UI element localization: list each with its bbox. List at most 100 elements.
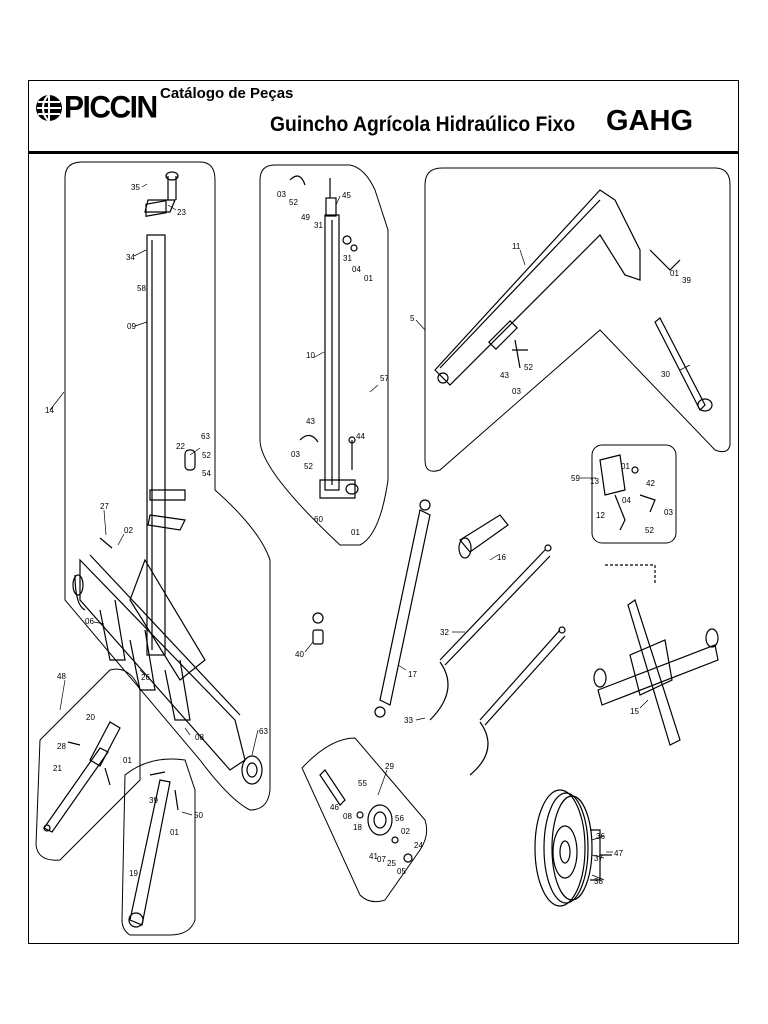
part-label: 19: [129, 869, 138, 878]
part-label: 29: [385, 762, 394, 771]
part-label: 12: [596, 511, 605, 520]
catalog-title: Catálogo de Peças: [160, 85, 294, 102]
links-assembly: [43, 721, 121, 833]
part-label: 48: [57, 672, 66, 681]
part-label: 38: [594, 877, 603, 886]
bracket-assembly: [599, 454, 656, 531]
cross-leg-assembly: [593, 564, 719, 746]
part-label: 20: [86, 713, 95, 722]
part-label: 05: [397, 867, 406, 876]
part-label: 57: [380, 374, 389, 383]
product-title: Guincho Agrícola Hidraúlico Fixo: [270, 113, 576, 136]
piccin-logo: PICCIN: [34, 86, 158, 130]
part-label: 28: [57, 742, 66, 751]
part-label: 33: [404, 716, 413, 725]
cylinder-assembly: [289, 175, 359, 499]
part-label: 50: [194, 811, 203, 820]
part-label: 02: [401, 827, 410, 836]
wheel-assembly: [534, 789, 612, 907]
hydraulic-cylinder-and-hoses: [374, 499, 566, 776]
part-number-labels: 35 23 34 58 09 14 22 63 52 54 27 02 06 2…: [45, 183, 691, 886]
part-label: 18: [353, 823, 362, 832]
group-outline-bracket: [591, 444, 677, 544]
part-label: 49: [301, 213, 310, 222]
part-label: 52: [645, 526, 654, 535]
part-label: 06: [85, 617, 94, 626]
logo-text: PICCIN: [64, 90, 158, 125]
part-label: 14: [45, 406, 54, 415]
part-label: 59: [571, 474, 580, 483]
part-label: 22: [176, 442, 185, 451]
part-label: 03: [277, 190, 286, 199]
part-label: 01: [170, 828, 179, 837]
part-label: 56: [395, 814, 404, 823]
group-outline-cylinder: [259, 164, 389, 546]
group-outline-boom: [424, 167, 731, 472]
part-label: 08: [195, 733, 204, 742]
part-label: 36: [596, 832, 605, 841]
mast-tube: [146, 234, 166, 656]
arm-assembly: [128, 771, 179, 928]
part-label: 21: [53, 764, 62, 773]
part-label: 52: [202, 451, 211, 460]
group-outline-mast: [64, 161, 271, 811]
part-label: 10: [306, 351, 315, 360]
part-label: 23: [177, 208, 186, 217]
part-label: 01: [364, 274, 373, 283]
part-label: 52: [289, 198, 298, 207]
page-frame: [28, 80, 739, 944]
part-label: 52: [524, 363, 533, 372]
part-label: 03: [664, 508, 673, 517]
part-label: 32: [440, 628, 449, 637]
part-label: 09: [127, 322, 136, 331]
part-label: 15: [630, 707, 639, 716]
part-label: 40: [295, 650, 304, 659]
part-label: 30: [661, 370, 670, 379]
header-bar: [28, 80, 739, 154]
part-label: 52: [304, 462, 313, 471]
part-label: 39: [149, 796, 158, 805]
part-label: 35: [131, 183, 140, 192]
group-outline-hub: [301, 737, 428, 903]
part-label: 58: [137, 284, 146, 293]
part-label: 63: [201, 432, 210, 441]
part-label: 02: [124, 526, 133, 535]
part-label: 31: [343, 254, 352, 263]
part-label: 55: [358, 779, 367, 788]
logo-globe-icon: [34, 93, 64, 123]
part-label: 5: [410, 314, 415, 323]
part-label: 07: [377, 855, 386, 864]
group-outline-arm: [121, 758, 196, 936]
part-label: 45: [342, 191, 351, 200]
part-label: 11: [512, 242, 521, 251]
base-frame: [79, 558, 246, 771]
part-label: 34: [126, 253, 135, 262]
hub-assembly: [319, 769, 413, 863]
part-label: 47: [614, 849, 623, 858]
part-label: 27: [100, 502, 109, 511]
part-label: 03: [291, 450, 300, 459]
part-label: 01: [670, 269, 679, 278]
part-label: 43: [306, 417, 315, 426]
part-label: 31: [314, 221, 323, 230]
part-label: 39: [682, 276, 691, 285]
part-label: 17: [408, 670, 417, 679]
part-label: 43: [500, 371, 509, 380]
part-label: 24: [414, 841, 423, 850]
part-label: 46: [330, 803, 339, 812]
part-label: 04: [622, 496, 631, 505]
leader-lines: [49, 183, 691, 881]
mast-assembly: [72, 171, 263, 785]
part-label: 44: [356, 432, 365, 441]
part-label: 13: [590, 477, 599, 486]
part-label: 42: [646, 479, 655, 488]
part-label: 54: [202, 469, 211, 478]
part-label: 37: [594, 854, 603, 863]
product-code: GAHG: [606, 105, 693, 137]
boom-assembly: [434, 189, 713, 412]
part-label: 01: [123, 756, 132, 765]
part-label: 16: [497, 553, 506, 562]
part-label: 63: [259, 727, 268, 736]
part-label: 25: [387, 859, 396, 868]
